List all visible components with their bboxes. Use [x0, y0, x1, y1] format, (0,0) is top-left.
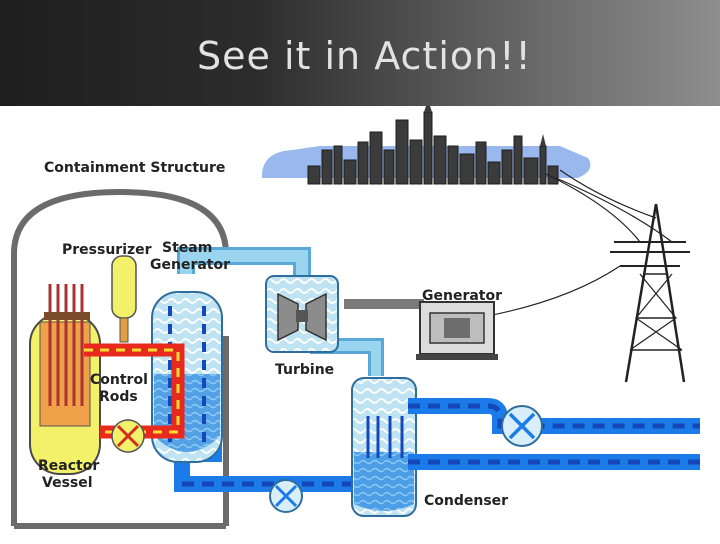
label-generator: Generator [422, 288, 502, 304]
pressurizer-unit [111, 255, 137, 343]
label-reactor-line1: Reactor [38, 458, 99, 474]
reactor-diagram: Containment Structure Pressurizer Steam … [0, 100, 720, 540]
condenser-unit [351, 377, 417, 517]
slide-header: See it in Action!! [0, 0, 720, 106]
label-condenser: Condenser [424, 493, 508, 509]
label-steam-line2: Generator [150, 257, 230, 273]
turbine-unit [265, 275, 339, 353]
slide-title: See it in Action!! [197, 34, 532, 78]
label-steam-line1: Steam [162, 240, 212, 256]
label-pressurizer: Pressurizer [62, 242, 152, 258]
generator-unit [344, 299, 498, 360]
containment-wall [11, 188, 229, 526]
feedwater-pump [269, 479, 303, 513]
pwr-diagram-svg: Containment Structure Pressurizer Steam … [11, 100, 700, 529]
city-skyline [262, 100, 591, 185]
primary-pump [111, 419, 145, 453]
label-containment-structure: Containment Structure [44, 160, 225, 176]
cooling-pump [501, 405, 543, 447]
reactor-vessel-unit [29, 284, 101, 475]
label-reactor-line2: Vessel [42, 475, 93, 491]
label-turbine: Turbine [275, 362, 334, 378]
label-control-line1: Control [90, 372, 148, 388]
transmission-tower [457, 169, 690, 383]
label-control-line2: Rods [99, 389, 138, 405]
cooling-water-pipes [408, 398, 700, 470]
